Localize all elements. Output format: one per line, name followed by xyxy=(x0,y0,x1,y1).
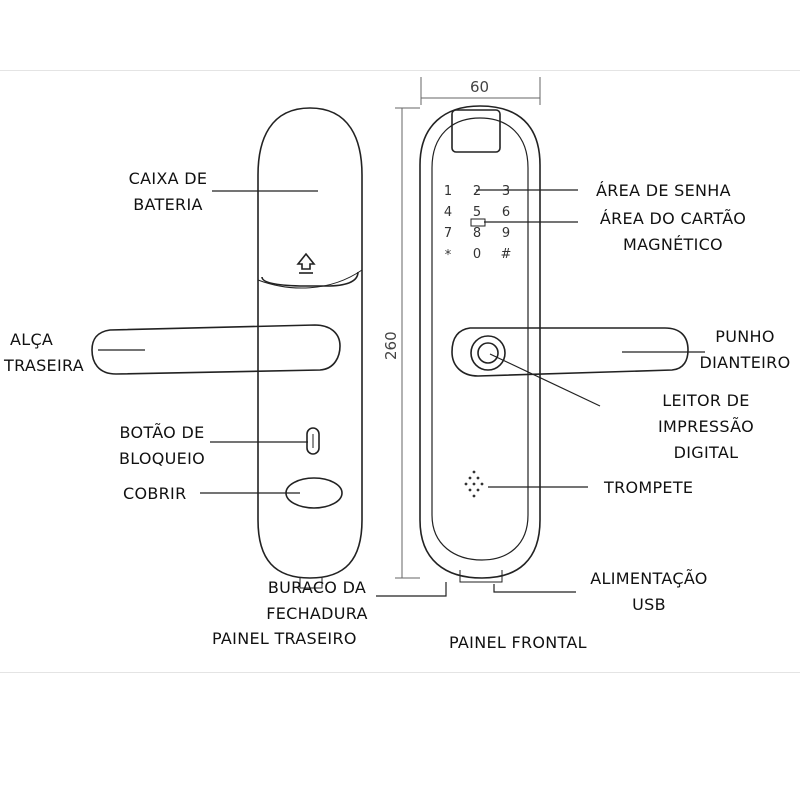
rear-handle-line-2: TRASEIRA xyxy=(4,356,84,375)
key-hash: # xyxy=(501,247,512,262)
keypad: 1 2 3 4 5 6 7 8 9 * 0 # xyxy=(444,184,512,263)
lock-hole-label: BURACO DA FECHADURA xyxy=(252,575,382,627)
key-9: 9 xyxy=(502,226,510,241)
rear-keyhole-stub xyxy=(299,578,323,589)
battery-cover-curve xyxy=(257,269,363,289)
key-5: 5 xyxy=(473,205,481,220)
front-handle-line-2: DIANTEIRO xyxy=(699,353,791,372)
front-panel-drawing xyxy=(419,105,689,583)
leader-lines xyxy=(98,189,705,597)
lock-hole-line-1: BURACO DA xyxy=(267,578,367,597)
fingerprint-reader-label: LEITOR DE IMPRESSÃO DIGITAL xyxy=(644,388,768,466)
lock-hole-line-2: FECHADURA xyxy=(266,604,368,623)
height-dimension-label: 260 xyxy=(382,331,400,360)
rear-handle-label: ALÇA TRASEIRA xyxy=(4,327,84,379)
key-star: * xyxy=(445,248,452,263)
front-handle xyxy=(451,327,689,377)
rear-handle xyxy=(91,324,341,375)
front-panel-line-1: PAINEL FRONTAL xyxy=(449,633,587,652)
battery-box-line-1: CAIXA DE xyxy=(128,169,208,188)
password-area-label: ÁREA DE SENHA xyxy=(596,178,731,204)
battery-cover-line xyxy=(261,271,359,287)
front-panel-label: PAINEL FRONTAL xyxy=(449,630,587,656)
lock-button-label: BOTÃO DE BLOQUEIO xyxy=(106,420,218,472)
fingerprint-outer xyxy=(470,335,506,371)
front-panel-outer xyxy=(419,105,541,579)
cover-label: COBRIR xyxy=(123,481,187,507)
speaker-line-1: TROMPETE xyxy=(604,478,694,497)
key-4: 4 xyxy=(444,205,452,220)
speaker-label: TROMPETE xyxy=(604,475,693,501)
key-2: 2 xyxy=(473,184,481,199)
battery-box-line-2: BATERIA xyxy=(133,195,203,214)
usb-power-label: ALIMENTAÇÃO USB xyxy=(576,566,722,618)
usb-power-line-2: USB xyxy=(632,595,666,614)
battery-box-label: CAIXA DE BATERIA xyxy=(118,166,218,218)
leader-usb xyxy=(493,584,576,593)
fingerprint-line-1: LEITOR DE xyxy=(662,391,750,410)
card-area-line-1: ÁREA DO CARTÃO xyxy=(599,209,747,228)
rear-panel-line-1: PAINEL TRASEIRO xyxy=(212,629,357,648)
fingerprint-inner xyxy=(477,342,499,364)
front-bottom-stub xyxy=(459,570,503,583)
bottom-band-line xyxy=(0,672,800,673)
rear-panel-body xyxy=(257,107,363,579)
leader-lock-hole xyxy=(376,582,447,597)
fingerprint-line-2: IMPRESSÃO xyxy=(658,417,754,436)
lock-button-shape xyxy=(306,427,320,455)
front-handle-label: PUNHO DIANTEIRO xyxy=(690,324,800,376)
fingerprint-line-3: DIGITAL xyxy=(673,443,739,462)
rear-panel-drawing xyxy=(91,107,363,589)
usb-power-line-1: ALIMENTAÇÃO xyxy=(590,569,708,588)
card-area-line-2: MAGNÉTICO xyxy=(623,235,723,254)
front-panel-inner xyxy=(431,117,529,561)
lock-button-line-1: BOTÃO DE xyxy=(119,423,205,442)
lock-button-line-2: BLOQUEIO xyxy=(118,449,206,468)
top-camera-window xyxy=(451,109,501,153)
card-area-label: ÁREA DO CARTÃO MAGNÉTICO xyxy=(584,206,762,258)
card-area-mark xyxy=(470,218,486,227)
top-band-line xyxy=(0,70,800,71)
password-area-line-1: ÁREA DE SENHA xyxy=(596,181,731,200)
dimension-lines xyxy=(395,77,541,579)
key-8: 8 xyxy=(473,226,481,241)
key-6: 6 xyxy=(502,205,510,220)
battery-eject-icon xyxy=(296,252,316,274)
width-dimension-label: 60 xyxy=(470,78,490,96)
key-0: 0 xyxy=(473,247,481,262)
key-3: 3 xyxy=(502,184,510,199)
speaker-grille xyxy=(464,470,484,498)
rear-panel-label: PAINEL TRASEIRO xyxy=(212,626,357,652)
key-1: 1 xyxy=(444,184,452,199)
rear-handle-line-1: ALÇA xyxy=(10,330,54,349)
cover-line-1: COBRIR xyxy=(123,484,187,503)
key-7: 7 xyxy=(444,226,452,241)
leader-fingerprint xyxy=(489,353,601,407)
front-handle-line-1: PUNHO xyxy=(715,327,775,346)
